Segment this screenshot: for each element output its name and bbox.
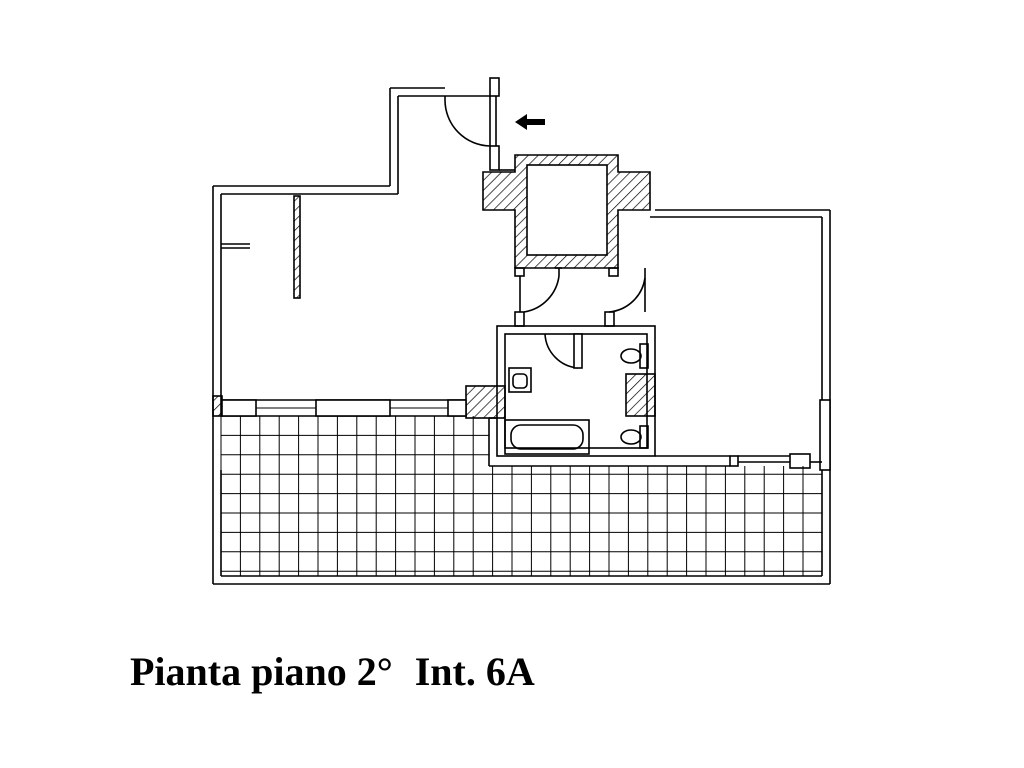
bathroom [465, 325, 739, 467]
sink-icon [508, 367, 532, 393]
bathtub-icon [504, 419, 590, 455]
corridor-door-right [604, 267, 646, 327]
entry-arrow-icon [515, 114, 545, 130]
central-shaft [482, 154, 651, 269]
outer-walls [212, 77, 831, 585]
corridor-door-left [514, 267, 562, 327]
unit-label: Int. 6A [414, 649, 535, 694]
entrance-door [444, 95, 491, 147]
plan-label: Pianta piano 2° [130, 649, 393, 694]
facade-windows [212, 395, 831, 471]
bidet-icon [620, 425, 649, 449]
terrace-tile-grid [220, 416, 822, 576]
living-partition [221, 195, 301, 299]
toilet-icon [620, 343, 649, 369]
floor-plan-drawing: /* placeholder */ [212, 77, 831, 585]
plan-caption: Pianta piano 2° Int. 6A [130, 648, 535, 695]
